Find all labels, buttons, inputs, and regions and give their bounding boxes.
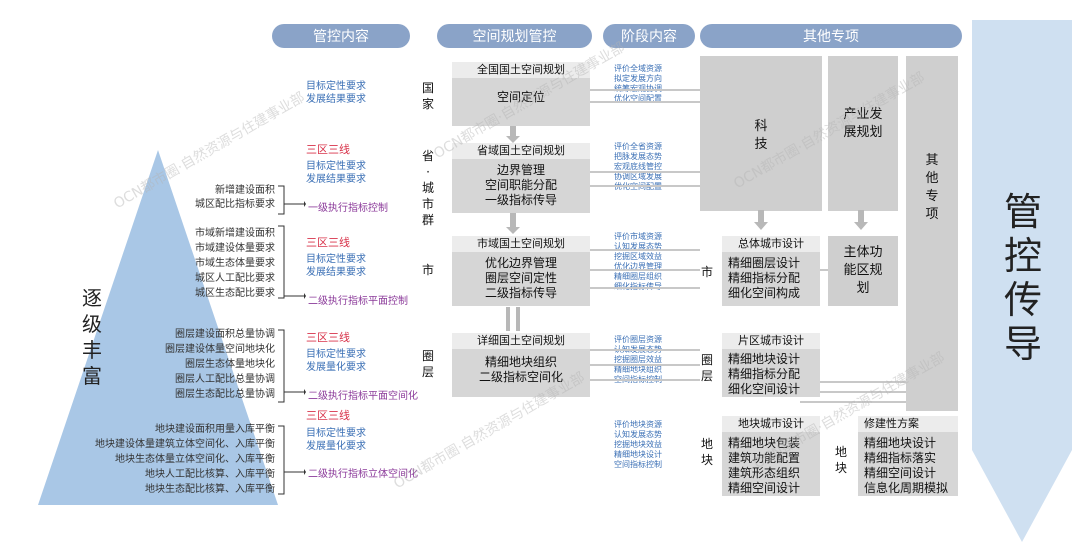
control-transmission-arrow [972,20,1072,542]
level-city: 市 [421,263,434,277]
level-circle: 圈层 [421,349,434,379]
special-arrows [754,210,868,230]
control-row-2-blue: 目标定性要求发展结果要求 [306,254,366,278]
control-row-4-dark: 地块建设面积用量入库平衡地块建设体量建筑立体空间化、入库平衡地块生态体量立体空间… [95,424,275,495]
urban-level-circle: 圈层 [700,353,713,383]
plan-detailed: 详细国土空间规划 精细地块组织二级指标空间化 [452,333,590,397]
plan-national: 全国国土空间规划 空间定位 [452,62,590,126]
urban-design-overall: 总体城市设计 精细圈层设计精细指标分配细化空间构成 [722,236,820,306]
control-row-4-purple: 二级执行指标立体空间化 [308,469,418,480]
control-row-2-dark: 市域新增建设面积市域建设体量要求市域生态体量要求城区人工配比要求城区生态配比要求 [195,228,275,299]
control-row-3-purple: 二级执行指标平面空间化 [308,391,418,402]
special-tech: 科技 [700,56,822,211]
control-row-3-dark: 圈层建设面积总量协调圈层建设体量空间地块化圈层生态体量地块化圈层人工配比总量协调… [165,329,275,400]
urban-level-plot: 地块 [700,437,713,467]
pyramid-shape [38,150,278,505]
control-row-1-red: 三区三线 [306,143,350,156]
control-row-1-purple: 一级执行指标控制 [308,203,388,214]
special-industry: 产业发展规划 [828,56,898,211]
control-transmission-label: 管控传导 [1003,190,1042,366]
header-spatial-planning: 空间规划管控 [437,24,592,48]
control-row-1-blue: 目标定性要求发展结果要求 [306,161,366,185]
plan-flow-arrows [506,126,520,331]
urban-design-district: 片区城市设计 精细地块设计精细指标分配细化空间设计 [722,333,820,397]
special-other: 其他专项 [906,56,958,411]
control-row-2-purple: 二级执行指标平面控制 [308,296,408,307]
header-control-content: 管控内容 [272,24,410,48]
control-row-1-dark: 新增建设面积城区配比指标要求 [195,185,275,210]
header-other-special: 其他专项 [700,24,962,48]
control-row-3-blue: 目标定性要求发展量化要求 [306,349,366,373]
stage-city: 评价市域资源认知发展态势挖掘区域效益优化边界管理精细圈层组织细化指标传导 [614,232,662,291]
special-main-function: 主体功能区规划 [828,236,898,306]
pyramid-label: 逐级丰富 [82,286,102,388]
stage-national: 评价全域资源拟定发展方向统筹宏观协调优化空间配置 [614,64,662,103]
level-province: 省·城市群 [421,149,434,227]
control-row-4-blue: 目标定性要求发展量化要求 [306,428,366,452]
detailed-plan: 修建性方案 精细地块设计精细指标落实精细空间设计信息化周期模拟 [858,416,958,496]
control-row-3-red: 三区三线 [306,331,350,344]
urban-level-city: 市 [700,265,713,279]
header-stage-content: 阶段内容 [603,24,695,48]
plan-province: 省域国土空间规划 边界管理空间职能分配一级指标传导 [452,143,590,213]
detailed-level-plot: 地块 [834,445,847,475]
control-row-0-blue: 目标定性要求发展结果要求 [306,81,366,105]
plan-city: 市域国土空间规划 优化边界管理圈层空间定性二级指标传导 [452,236,590,306]
level-national: 国家 [421,81,434,111]
control-row-2-red: 三区三线 [306,236,350,249]
control-row-4-red: 三区三线 [306,409,350,422]
brackets [278,185,306,495]
stage-plot: 评价地块资源认知发展态势挖掘地块效益精细地块设计空间指标控制 [614,420,662,469]
urban-design-plot: 地块城市设计 精细地块包装建筑功能配置建筑形态组织精细空间设计 [722,416,820,496]
